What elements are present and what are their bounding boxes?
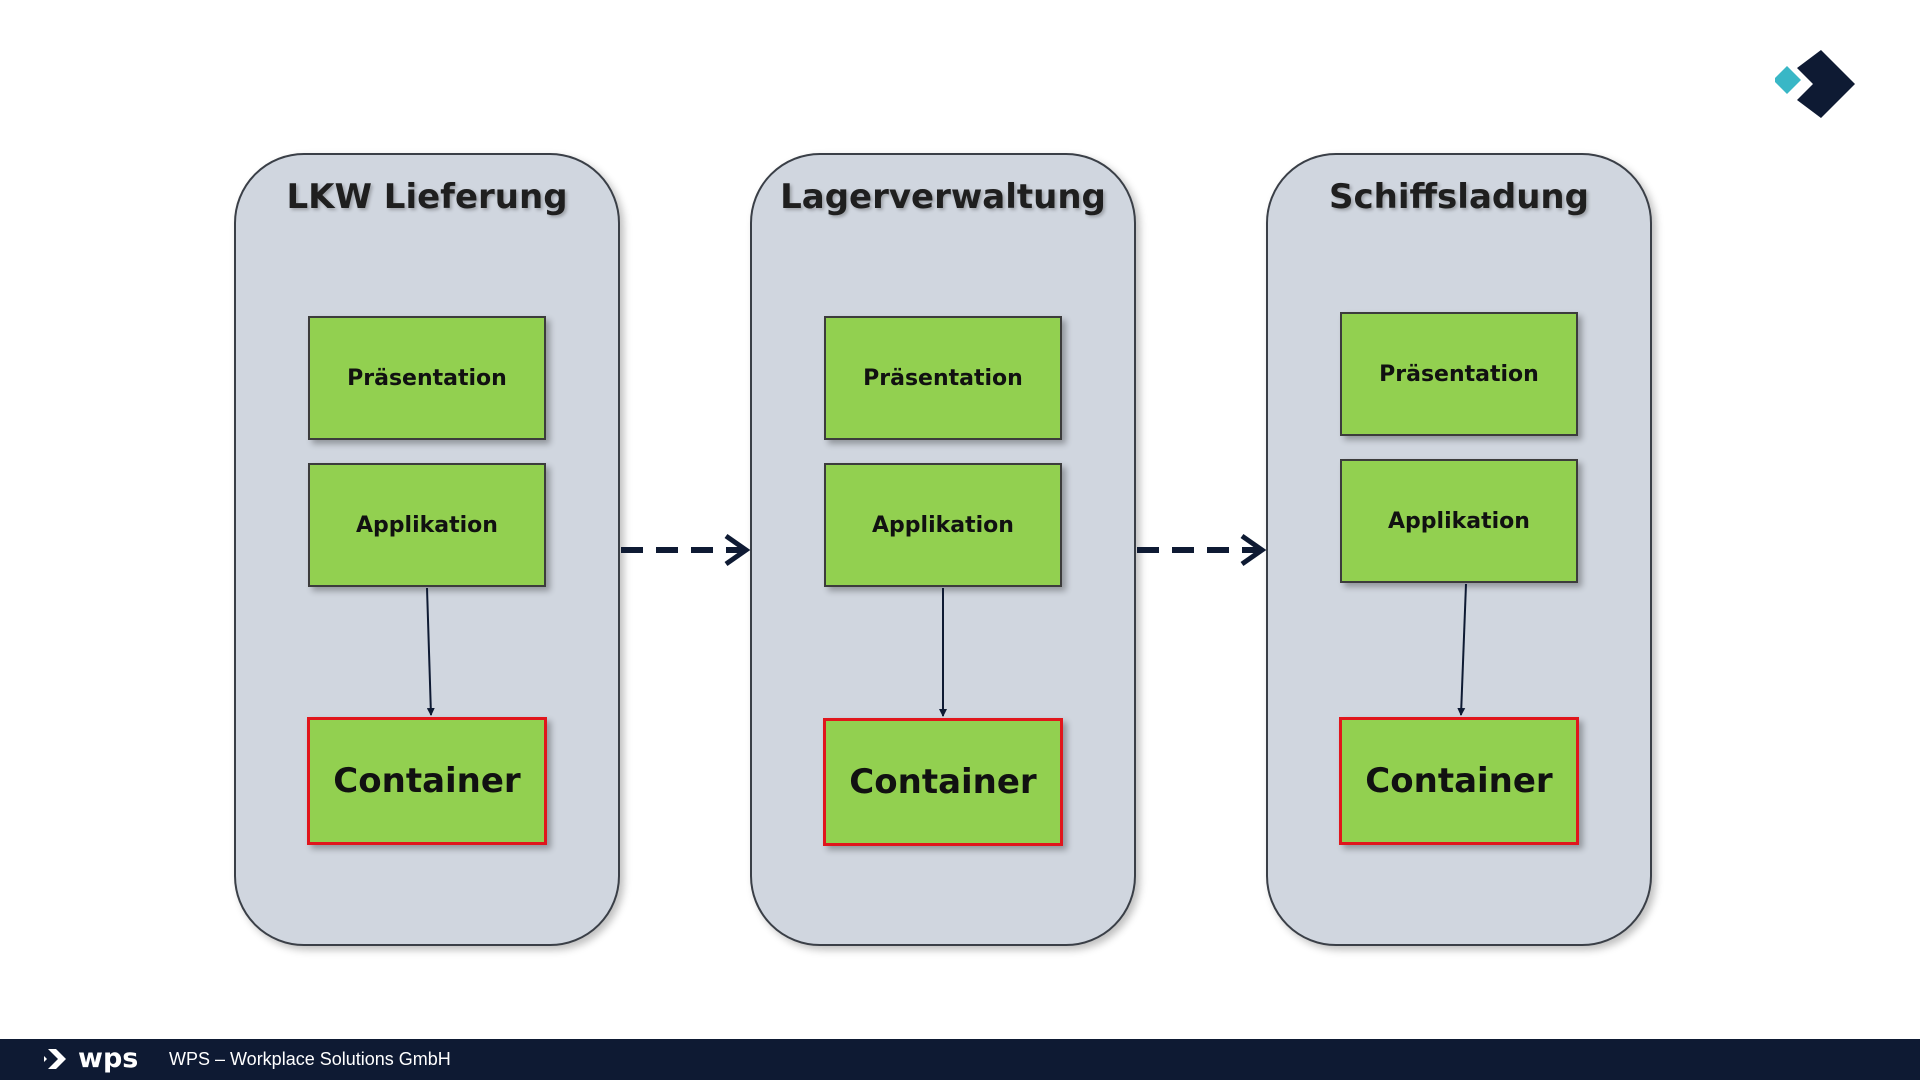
footer-brand-text: wps [78,1043,139,1074]
column-lagerverwaltung: Lagerverwaltung Präsentation Applikation… [750,153,1136,946]
column-title: LKW Lieferung [286,177,568,217]
column-title: Schiffsladung [1329,177,1589,217]
layer-applikation: Applikation [1340,459,1578,583]
footer-brand: wps [44,1044,138,1074]
layer-praesentation: Präsentation [824,316,1062,440]
flow-arrow-1 [621,533,751,567]
flow-arrow-2 [1137,533,1267,567]
container-box: Container [823,718,1063,846]
wps-chevron-icon [44,1049,66,1069]
footer-bar: wps WPS – Workplace Solutions GmbH [0,1039,1920,1080]
container-box: Container [307,717,547,845]
column-lkw-lieferung: LKW Lieferung Präsentation Applikation C… [234,153,620,946]
container-box: Container [1339,717,1579,845]
layer-praesentation: Präsentation [308,316,546,440]
layer-praesentation: Präsentation [1340,312,1578,436]
layer-applikation: Applikation [824,463,1062,587]
column-schiffsladung: Schiffsladung Präsentation Applikation C… [1266,153,1652,946]
wps-logo-icon [1775,50,1855,118]
column-title: Lagerverwaltung [780,177,1106,217]
layer-applikation: Applikation [308,463,546,587]
footer-company: WPS – Workplace Solutions GmbH [169,1049,451,1069]
